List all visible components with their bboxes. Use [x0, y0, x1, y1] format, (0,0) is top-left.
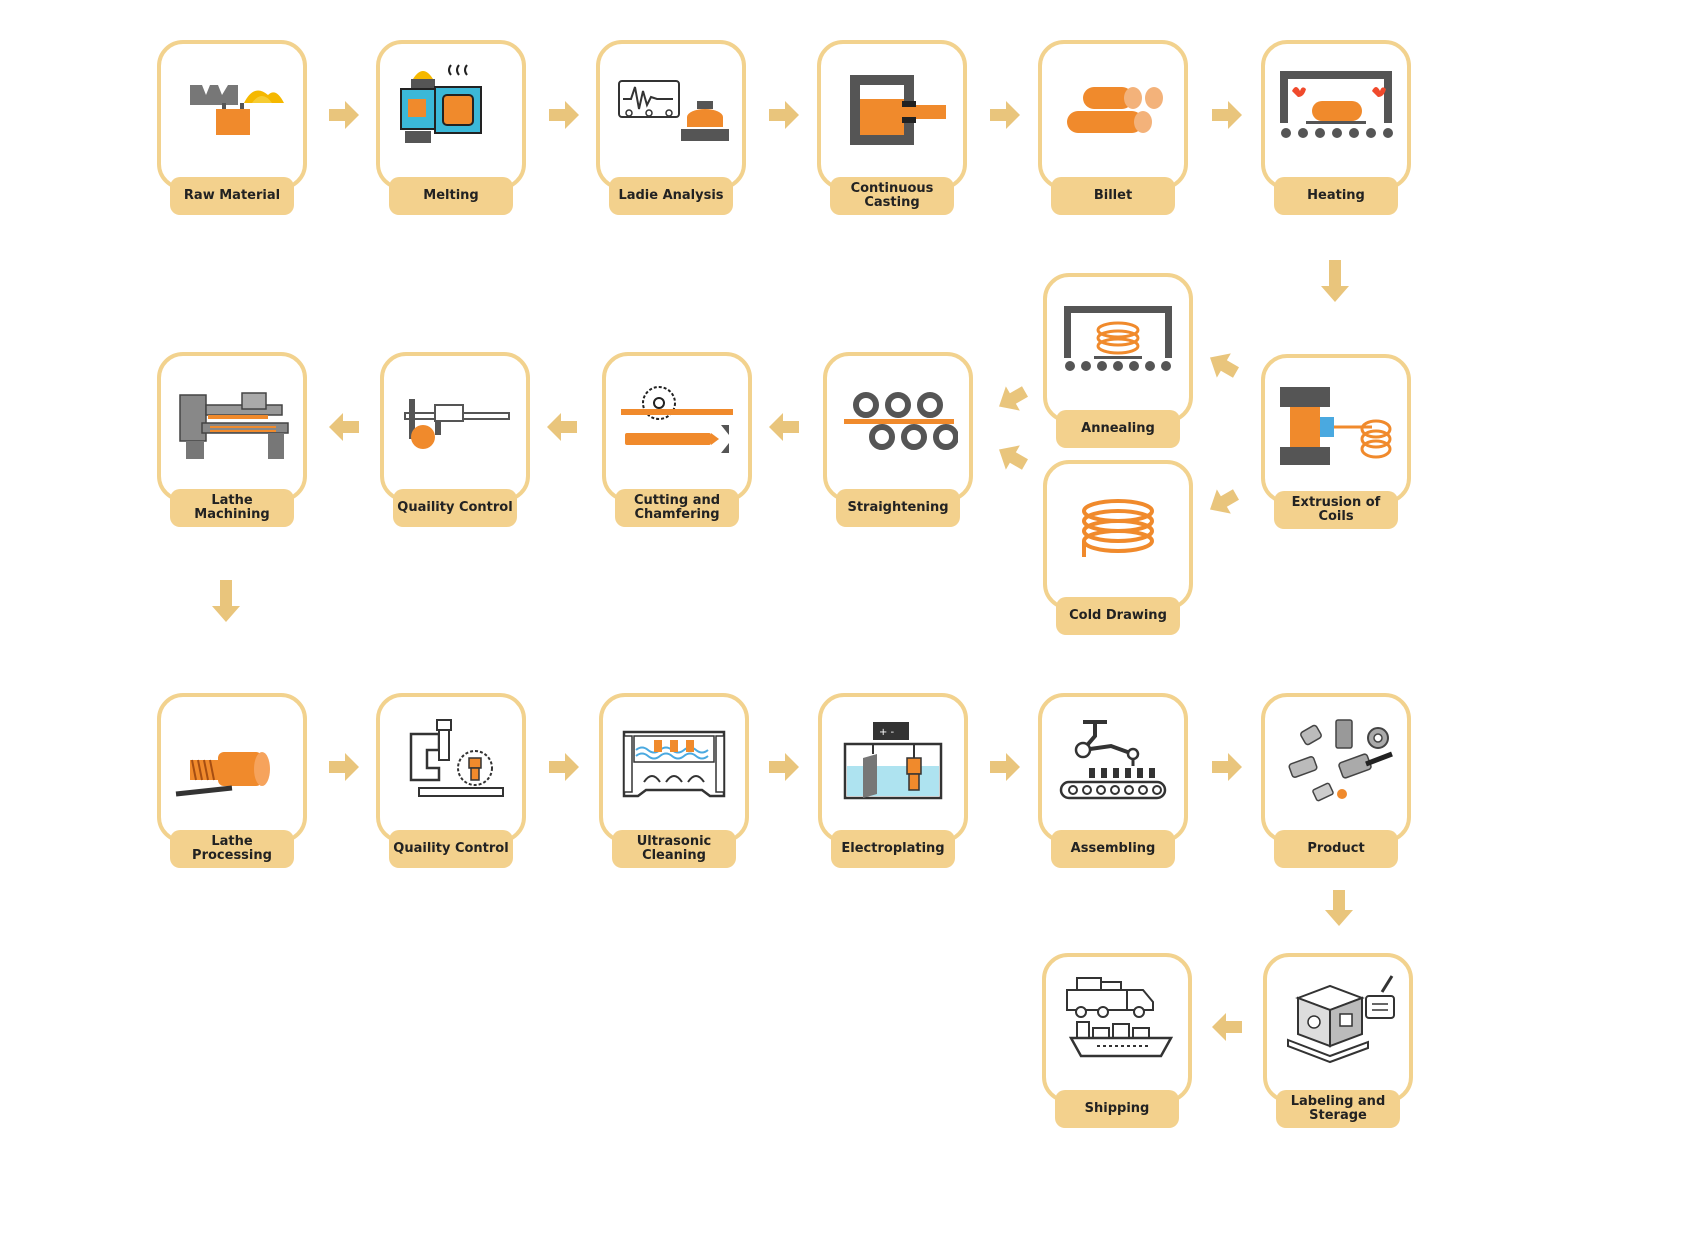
copper-coil-icon	[1082, 499, 1154, 557]
arrow-left-icon	[547, 413, 577, 441]
svg-text:+ -: + -	[879, 727, 895, 738]
annealing-furnace-icon	[1064, 306, 1172, 371]
connector-parts-icon	[1288, 719, 1393, 802]
step-straightening: Straightening	[818, 347, 978, 527]
arrow-right-icon	[329, 101, 359, 129]
inspection-machine-icon	[409, 719, 504, 797]
step-cold-drawing: Cold Drawing	[1038, 455, 1198, 635]
straightening-rollers-icon	[844, 392, 958, 450]
step-annealing: Annealing	[1038, 268, 1198, 448]
step-label: Annealing	[1056, 410, 1180, 448]
step-ladie-analysis: Ladie Analysis	[591, 35, 751, 215]
truck-ship-icon	[1066, 977, 1174, 1058]
step-labeling: Labeling and Sterage	[1258, 948, 1418, 1128]
step-assembling: Assembling	[1033, 688, 1193, 868]
step-label: Shipping	[1055, 1090, 1179, 1128]
step-label: Ultrasonic Cleaning	[612, 830, 736, 868]
arrow-down-icon	[212, 580, 240, 622]
step-label: Melting	[389, 177, 513, 215]
arrow-left-icon	[1212, 1013, 1242, 1041]
step-label: Lathe Processing	[170, 830, 294, 868]
step-heating: Heating	[1256, 35, 1416, 215]
arrow-right-icon	[1212, 753, 1242, 781]
arrow-left-icon	[769, 413, 799, 441]
arrow-right-icon	[769, 753, 799, 781]
ultrasonic-tank-icon	[622, 730, 726, 798]
step-label: Ladie Analysis	[609, 177, 733, 215]
lathe-machine-icon	[179, 392, 289, 459]
step-label: Product	[1274, 830, 1398, 868]
step-label: Lathe Machining	[170, 489, 294, 527]
arrow-left-icon	[329, 413, 359, 441]
step-melting: Melting	[371, 35, 531, 215]
arrow-right-icon	[1212, 101, 1242, 129]
pallet-box-icon	[1287, 975, 1395, 1064]
step-label: Straightening	[836, 489, 960, 527]
step-electroplating: + - Electroplating	[813, 688, 973, 868]
step-label: Cold Drawing	[1056, 597, 1180, 635]
step-shipping: Shipping	[1037, 948, 1197, 1128]
arrow-right-icon	[990, 101, 1020, 129]
step-product: Product	[1256, 688, 1416, 868]
arrow-down-icon	[1325, 890, 1353, 926]
saw-blade-icon	[621, 386, 733, 453]
step-label: Raw Material	[170, 177, 294, 215]
step-raw-material: Raw Material	[152, 35, 312, 215]
step-label: Assembling	[1051, 830, 1175, 868]
caliper-icon	[404, 399, 510, 449]
arrow-down-left-icon	[999, 386, 1028, 411]
step-cutting: Cutting and Chamfering	[597, 347, 757, 527]
robot-arm-icon	[1059, 720, 1167, 800]
step-label: Extrusion of Coils	[1274, 491, 1398, 529]
step-quality-control-2: Quaility Control	[371, 688, 531, 868]
arrow-right-icon	[549, 101, 579, 129]
step-label: Quaility Control	[389, 830, 513, 868]
step-billet: Billet	[1033, 35, 1193, 215]
heating-furnace-icon	[1280, 71, 1393, 138]
step-label: Electroplating	[831, 830, 955, 868]
step-label: Cutting and Chamfering	[615, 489, 739, 527]
arrow-up-left-icon	[999, 445, 1028, 470]
step-label: Labeling and Sterage	[1276, 1090, 1400, 1128]
extrusion-press-icon	[1280, 387, 1392, 465]
step-label: Billet	[1051, 177, 1175, 215]
step-continuous-casting: Continuous Casting	[812, 35, 972, 215]
arrow-right-icon	[990, 753, 1020, 781]
arrow-down-left-icon	[1210, 489, 1239, 514]
step-quality-control-1: Quaility Control	[375, 347, 535, 527]
casting-mold-icon	[850, 75, 946, 145]
arrow-right-icon	[769, 101, 799, 129]
step-lathe-processing: Lathe Processing	[152, 688, 312, 868]
spectrometer-icon	[618, 80, 729, 141]
step-label: Quaility Control	[393, 489, 517, 527]
step-ultrasonic: Ultrasonic Cleaning	[594, 688, 754, 868]
step-extrusion: Extrusion of Coils	[1256, 349, 1416, 529]
billet-stack-icon	[1067, 87, 1163, 133]
step-label: Heating	[1274, 177, 1398, 215]
arrow-right-icon	[329, 753, 359, 781]
step-label: Continuous Casting	[830, 177, 954, 215]
arrow-down-icon	[1321, 260, 1349, 302]
plating-bath-icon: + -	[843, 722, 943, 800]
arrow-right-icon	[549, 753, 579, 781]
arrow-up-left-icon	[1210, 353, 1239, 378]
melting-furnace-icon	[400, 64, 482, 143]
raw-material-icon	[190, 85, 284, 135]
threaded-part-icon	[175, 752, 270, 797]
step-lathe-machining: Lathe Machining	[152, 347, 312, 527]
